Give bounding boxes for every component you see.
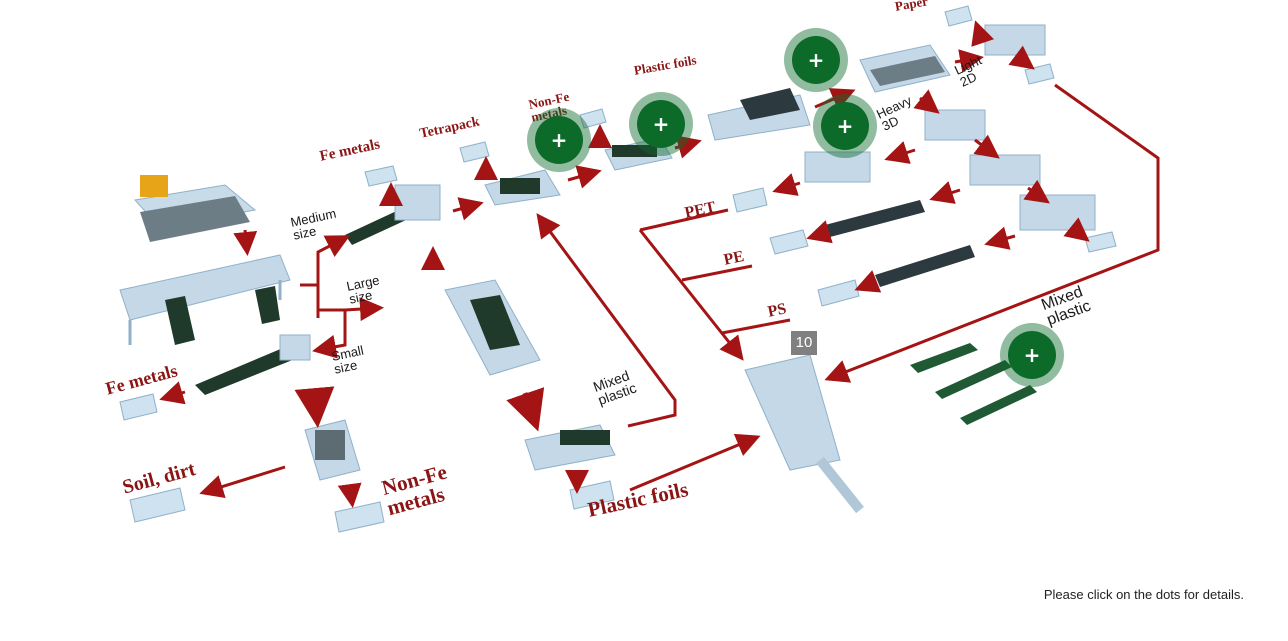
hotspot-mixed-plastic[interactable]: + <box>1008 331 1056 379</box>
machine-baler <box>744 354 864 514</box>
machine-drum-screen <box>119 254 291 345</box>
step-number-badge: 10 <box>791 331 817 355</box>
machine-manual-sorting <box>825 200 975 287</box>
machine-feeder <box>134 175 257 242</box>
machine-mixed-sorter <box>524 424 616 471</box>
machine-conveyor-belts <box>910 343 1037 425</box>
flow-arrows <box>159 20 1160 508</box>
machine-non-fe-separator <box>304 419 361 481</box>
hotspot-plastic-foils[interactable]: + <box>637 100 685 148</box>
hint-text: Please click on the dots for details. <box>1043 587 1244 602</box>
machine-ballistic <box>707 88 811 141</box>
hotspot-ballistic-separator[interactable]: + <box>792 36 840 84</box>
hotspot-non-fe-metals[interactable]: + <box>535 116 583 164</box>
bins <box>119 5 1117 533</box>
machine-top-separator <box>859 44 951 93</box>
hotspot-heavy-3d[interactable]: + <box>821 102 869 150</box>
machine-small-conveyor <box>195 334 311 395</box>
machine-large-line <box>444 279 541 376</box>
machine-sorter-1 <box>484 169 561 206</box>
